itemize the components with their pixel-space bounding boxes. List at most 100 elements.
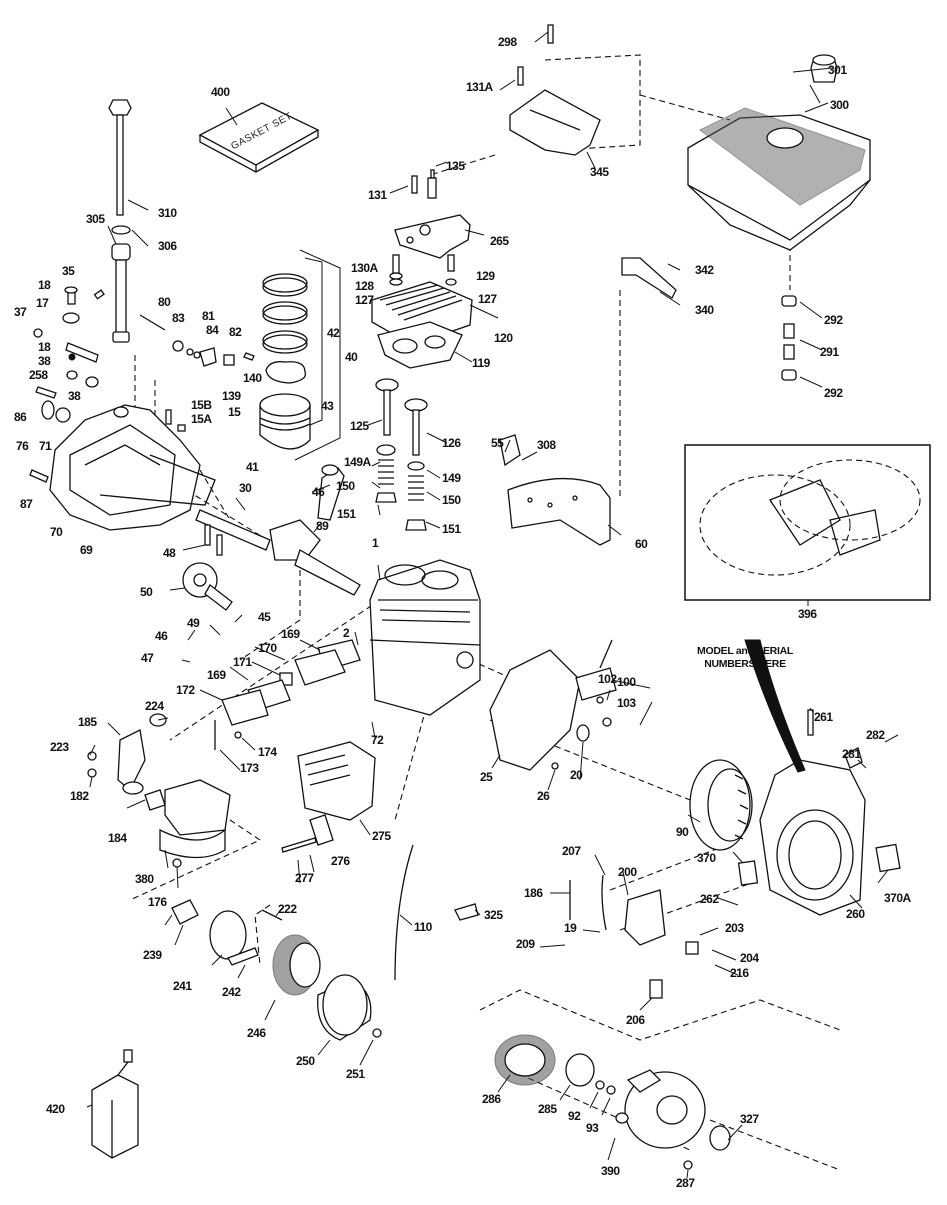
part-label[interactable]: 103	[617, 696, 636, 710]
part-label[interactable]: 93	[586, 1121, 599, 1135]
part-label[interactable]: 30	[239, 481, 252, 495]
part-label[interactable]: 131A	[466, 80, 493, 94]
part-label[interactable]: 261	[814, 710, 833, 724]
part-label[interactable]: 169	[281, 627, 300, 641]
part-label[interactable]: 83	[172, 311, 185, 325]
part-label[interactable]: 182	[70, 789, 89, 803]
part-label[interactable]: 18	[38, 340, 51, 354]
part-label[interactable]: 251	[346, 1067, 365, 1081]
part-label[interactable]: 390	[601, 1164, 620, 1178]
part-label[interactable]: 286	[482, 1092, 501, 1106]
part-label[interactable]: 396	[798, 607, 817, 621]
part-label[interactable]: 206	[626, 1013, 645, 1027]
part-label[interactable]: 89	[316, 519, 329, 533]
part-label[interactable]: 42	[327, 326, 340, 340]
part-label[interactable]: 38	[38, 354, 51, 368]
part-label[interactable]: 246	[247, 1026, 266, 1040]
part-label[interactable]: 380	[135, 872, 154, 886]
part-label[interactable]: 69	[80, 543, 93, 557]
part-label[interactable]: 276	[331, 854, 350, 868]
part-label[interactable]: 127	[478, 292, 497, 306]
part-label[interactable]: 125	[350, 419, 369, 433]
part-label[interactable]: 260	[846, 907, 865, 921]
part-label[interactable]: 70	[50, 525, 63, 539]
part-label[interactable]: 340	[695, 303, 714, 317]
part-label[interactable]: 170	[258, 641, 277, 655]
part-label[interactable]: 2	[343, 626, 350, 640]
part-label[interactable]: 151	[337, 507, 356, 521]
part-label[interactable]: 119	[472, 356, 490, 370]
part-label[interactable]: 92	[568, 1109, 581, 1123]
part-label[interactable]: 250	[296, 1054, 315, 1068]
part-label[interactable]: 185	[78, 715, 97, 729]
part-label[interactable]: 292	[824, 313, 843, 327]
part-label[interactable]: 277	[295, 871, 314, 885]
part-label[interactable]: 292	[824, 386, 843, 400]
part-label[interactable]: 420	[46, 1102, 65, 1116]
part-label[interactable]: 100	[617, 675, 636, 689]
part-label[interactable]: 325	[484, 908, 503, 922]
part-label[interactable]: 184	[108, 831, 127, 845]
part-label[interactable]: 310	[158, 206, 177, 220]
part-label[interactable]: 285	[538, 1102, 557, 1116]
part-label[interactable]: 126	[442, 436, 461, 450]
part-label[interactable]: 17	[36, 296, 49, 310]
part-label[interactable]: 25	[480, 770, 493, 784]
part-label[interactable]: 38	[68, 389, 81, 403]
part-label[interactable]: 45	[258, 610, 271, 624]
part-label[interactable]: 19	[564, 921, 577, 935]
part-label[interactable]: 80	[158, 295, 171, 309]
part-label[interactable]: 43	[321, 399, 334, 413]
part-label[interactable]: 150	[336, 479, 355, 493]
part-label[interactable]: 204	[740, 951, 759, 965]
part-label[interactable]: 150	[442, 493, 461, 507]
part-label[interactable]: 149	[442, 471, 461, 485]
part-label[interactable]: 140	[243, 371, 262, 385]
part-label[interactable]: 241	[173, 979, 192, 993]
part-label[interactable]: 262	[700, 892, 719, 906]
part-label[interactable]: 207	[562, 844, 581, 858]
part-label[interactable]: 35	[62, 264, 75, 278]
part-label[interactable]: 46	[312, 485, 325, 499]
part-label[interactable]: 151	[442, 522, 461, 536]
part-label[interactable]: 265	[490, 234, 509, 248]
part-label[interactable]: 209	[516, 937, 535, 951]
part-label[interactable]: 301	[828, 63, 847, 77]
part-label[interactable]: 40	[345, 350, 358, 364]
part-label[interactable]: 87	[20, 497, 33, 511]
part-label[interactable]: 223	[50, 740, 69, 754]
part-label[interactable]: 222	[278, 902, 297, 916]
part-label[interactable]: 15A	[191, 412, 212, 426]
part-label[interactable]: 287	[676, 1176, 695, 1190]
part-label[interactable]: 130A	[351, 261, 378, 275]
part-label[interactable]: 305	[86, 212, 105, 226]
part-label[interactable]: 308	[537, 438, 556, 452]
part-label[interactable]: 71	[39, 439, 52, 453]
part-label[interactable]: 345	[590, 165, 609, 179]
part-label[interactable]: 20	[570, 768, 583, 782]
part-label[interactable]: 176	[148, 895, 167, 909]
part-label[interactable]: 400	[211, 85, 230, 99]
part-label[interactable]: 72	[371, 733, 384, 747]
part-label[interactable]: 169	[207, 668, 226, 682]
part-label[interactable]: 102	[598, 672, 617, 686]
part-label[interactable]: 81	[202, 309, 215, 323]
part-label[interactable]: 37	[14, 305, 27, 319]
part-label[interactable]: 281	[842, 747, 861, 761]
part-label[interactable]: 18	[38, 278, 51, 292]
part-label[interactable]: 86	[14, 410, 27, 424]
part-label[interactable]: 135	[446, 159, 465, 173]
part-label[interactable]: 239	[143, 948, 162, 962]
part-label[interactable]: 139	[222, 389, 241, 403]
part-label[interactable]: 203	[725, 921, 744, 935]
part-label[interactable]: 282	[866, 728, 885, 742]
part-label[interactable]: 47	[141, 651, 154, 665]
part-label[interactable]: 242	[222, 985, 241, 999]
part-label[interactable]: 1	[372, 536, 379, 550]
part-label[interactable]: 370	[697, 851, 716, 865]
part-label[interactable]: 342	[695, 263, 714, 277]
part-label[interactable]: 306	[158, 239, 177, 253]
part-label[interactable]: 216	[730, 966, 749, 980]
part-label[interactable]: 110	[414, 920, 432, 934]
part-label[interactable]: 200	[618, 865, 637, 879]
